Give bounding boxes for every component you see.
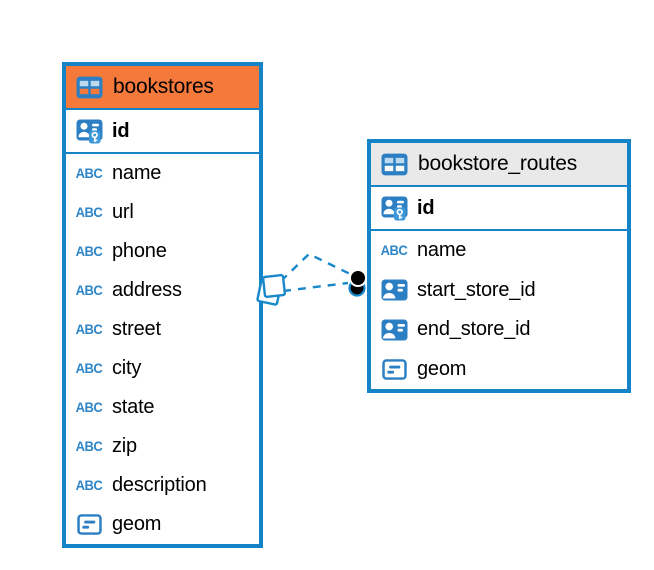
column-name: description [112, 474, 207, 496]
column-name: id [417, 196, 435, 219]
column-row-name[interactable]: ABC name [371, 231, 627, 271]
column-name: id [112, 119, 130, 142]
column-name: street [112, 318, 161, 340]
text-type-icon: ABC [75, 477, 103, 494]
table-name: bookstores [113, 75, 214, 98]
relationship-line-upper[interactable] [280, 252, 351, 282]
reference-icon [379, 279, 409, 301]
relationship-line-lower[interactable] [282, 281, 349, 293]
column-name: address [112, 279, 182, 301]
table-bookstores: bookstores id ABC name ABC url ABC phone… [62, 62, 263, 548]
table-header-bookstores[interactable]: bookstores [66, 66, 259, 110]
text-type-icon: ABC [75, 321, 103, 338]
dot-end-marker[interactable] [348, 269, 367, 297]
text-type-icon: ABC [75, 282, 103, 299]
column-row-street[interactable]: ABC street [66, 310, 259, 349]
column-row-state[interactable]: ABC state [66, 388, 259, 427]
text-type-icon: ABC [380, 242, 408, 259]
text-type-icon: ABC [75, 399, 103, 416]
reference-icon [379, 319, 409, 341]
table-name: bookstore_routes [418, 152, 578, 175]
column-row-geom[interactable]: geom [66, 505, 259, 544]
column-name: name [417, 239, 467, 262]
text-type-icon: ABC [75, 360, 103, 377]
table-icon [74, 76, 104, 99]
column-name: url [112, 201, 134, 223]
column-name: geom [417, 357, 467, 380]
column-row-id[interactable]: id [66, 110, 259, 154]
column-row-phone[interactable]: ABC phone [66, 232, 259, 271]
column-name: start_store_id [417, 278, 536, 301]
text-type-icon: ABC [75, 438, 103, 455]
column-name: phone [112, 240, 167, 262]
table-icon [379, 153, 409, 176]
table-bookstore-routes: bookstore_routes id ABC name start_store… [367, 139, 631, 393]
column-row-address[interactable]: ABC address [66, 271, 259, 310]
column-name: name [112, 162, 162, 184]
column-row-id[interactable]: id [371, 187, 627, 231]
primary-key-icon [379, 196, 409, 221]
primary-key-icon [74, 119, 104, 144]
geometry-type-icon [74, 514, 104, 535]
column-row-zip[interactable]: ABC zip [66, 427, 259, 466]
column-row-name[interactable]: ABC name [66, 154, 259, 193]
column-name: zip [112, 435, 137, 457]
column-name: geom [112, 513, 162, 535]
text-type-icon: ABC [75, 204, 103, 221]
column-name: state [112, 396, 155, 418]
geometry-type-icon [379, 359, 409, 380]
column-row-end-store-id[interactable]: end_store_id [371, 310, 627, 350]
column-name: city [112, 357, 142, 379]
column-row-geom[interactable]: geom [371, 349, 627, 389]
column-row-description[interactable]: ABC description [66, 466, 259, 505]
table-header-bookstore-routes[interactable]: bookstore_routes [371, 143, 627, 187]
column-row-url[interactable]: ABC url [66, 193, 259, 232]
text-type-icon: ABC [75, 243, 103, 260]
column-row-city[interactable]: ABC city [66, 349, 259, 388]
column-row-start-store-id[interactable]: start_store_id [371, 270, 627, 310]
text-type-icon: ABC [75, 165, 103, 182]
column-name: end_store_id [417, 318, 531, 341]
